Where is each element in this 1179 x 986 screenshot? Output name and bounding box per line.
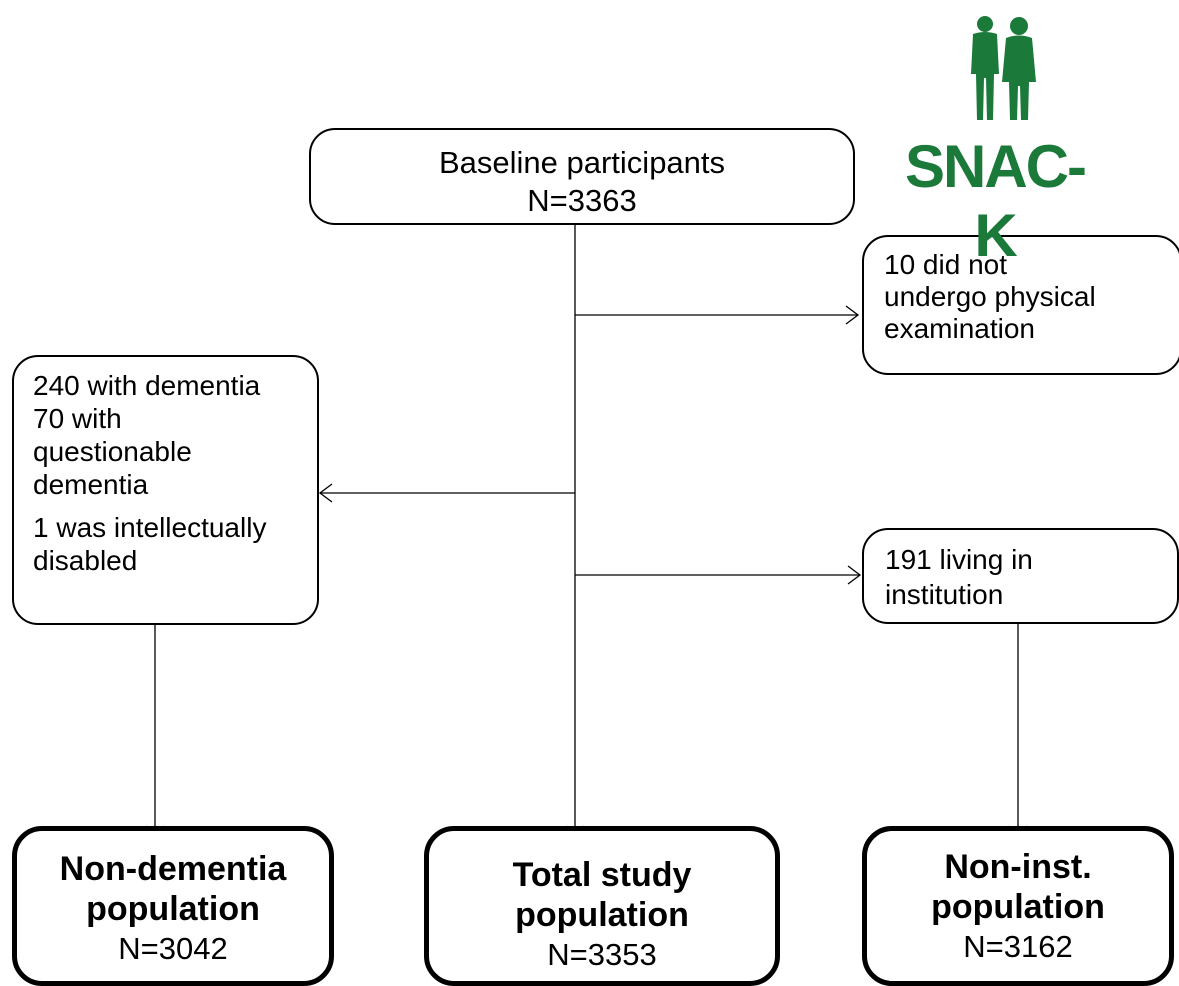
total-count: N=3353 [547, 937, 657, 972]
institution-line1: 191 living in [885, 544, 1033, 575]
baseline-box: Baseline participants N=3363 [309, 128, 855, 225]
baseline-label: Baseline participants [438, 145, 726, 180]
dementia-line2: 70 with [33, 403, 122, 434]
institution-box: 191 living in institution [862, 528, 1179, 624]
no-exam-line1: 10 did not [884, 249, 1007, 280]
total-title1: Total study [512, 856, 692, 894]
dementia-line1: 240 with dementia [33, 370, 261, 401]
non-dementia-population-box: Non-dementia population N=3042 [12, 826, 334, 986]
non-inst-population-box: Non-inst. population N=3162 [862, 826, 1174, 986]
non-inst-title2: population [931, 888, 1105, 926]
arrowhead-no-exam [845, 305, 860, 325]
snac-k-logo-text: SNAC-K [905, 133, 1087, 269]
non-dementia-title1: Non-dementia [59, 850, 287, 888]
baseline-count: N=3363 [527, 183, 637, 218]
dementia-line4: dementia [33, 469, 149, 500]
institution-line2: institution [885, 579, 1004, 610]
no-exam-line3: examination [884, 313, 1035, 344]
non-dementia-title2: population [86, 890, 260, 928]
non-inst-count: N=3162 [963, 929, 1073, 964]
dementia-line6: disabled [33, 545, 138, 576]
total-title2: population [515, 896, 689, 934]
arrowhead-institution [847, 565, 862, 585]
arrowhead-dementia [318, 483, 333, 503]
total-study-population-box: Total study population N=3353 [424, 826, 780, 986]
two-elderly-people-icon [971, 16, 1036, 120]
snac-k-logo: SNAC-K [905, 12, 1087, 269]
no-exam-box: 10 did not undergo physical examination [862, 235, 1179, 375]
dementia-line5: 1 was intellectually [33, 512, 267, 543]
no-exam-line2: undergo physical [884, 281, 1096, 312]
dementia-exclusion-box: 240 with dementia 70 with questionable d… [12, 355, 319, 625]
non-inst-title1: Non-inst. [944, 848, 1092, 886]
dementia-line3: questionable [33, 436, 192, 467]
non-dementia-count: N=3042 [118, 931, 228, 966]
